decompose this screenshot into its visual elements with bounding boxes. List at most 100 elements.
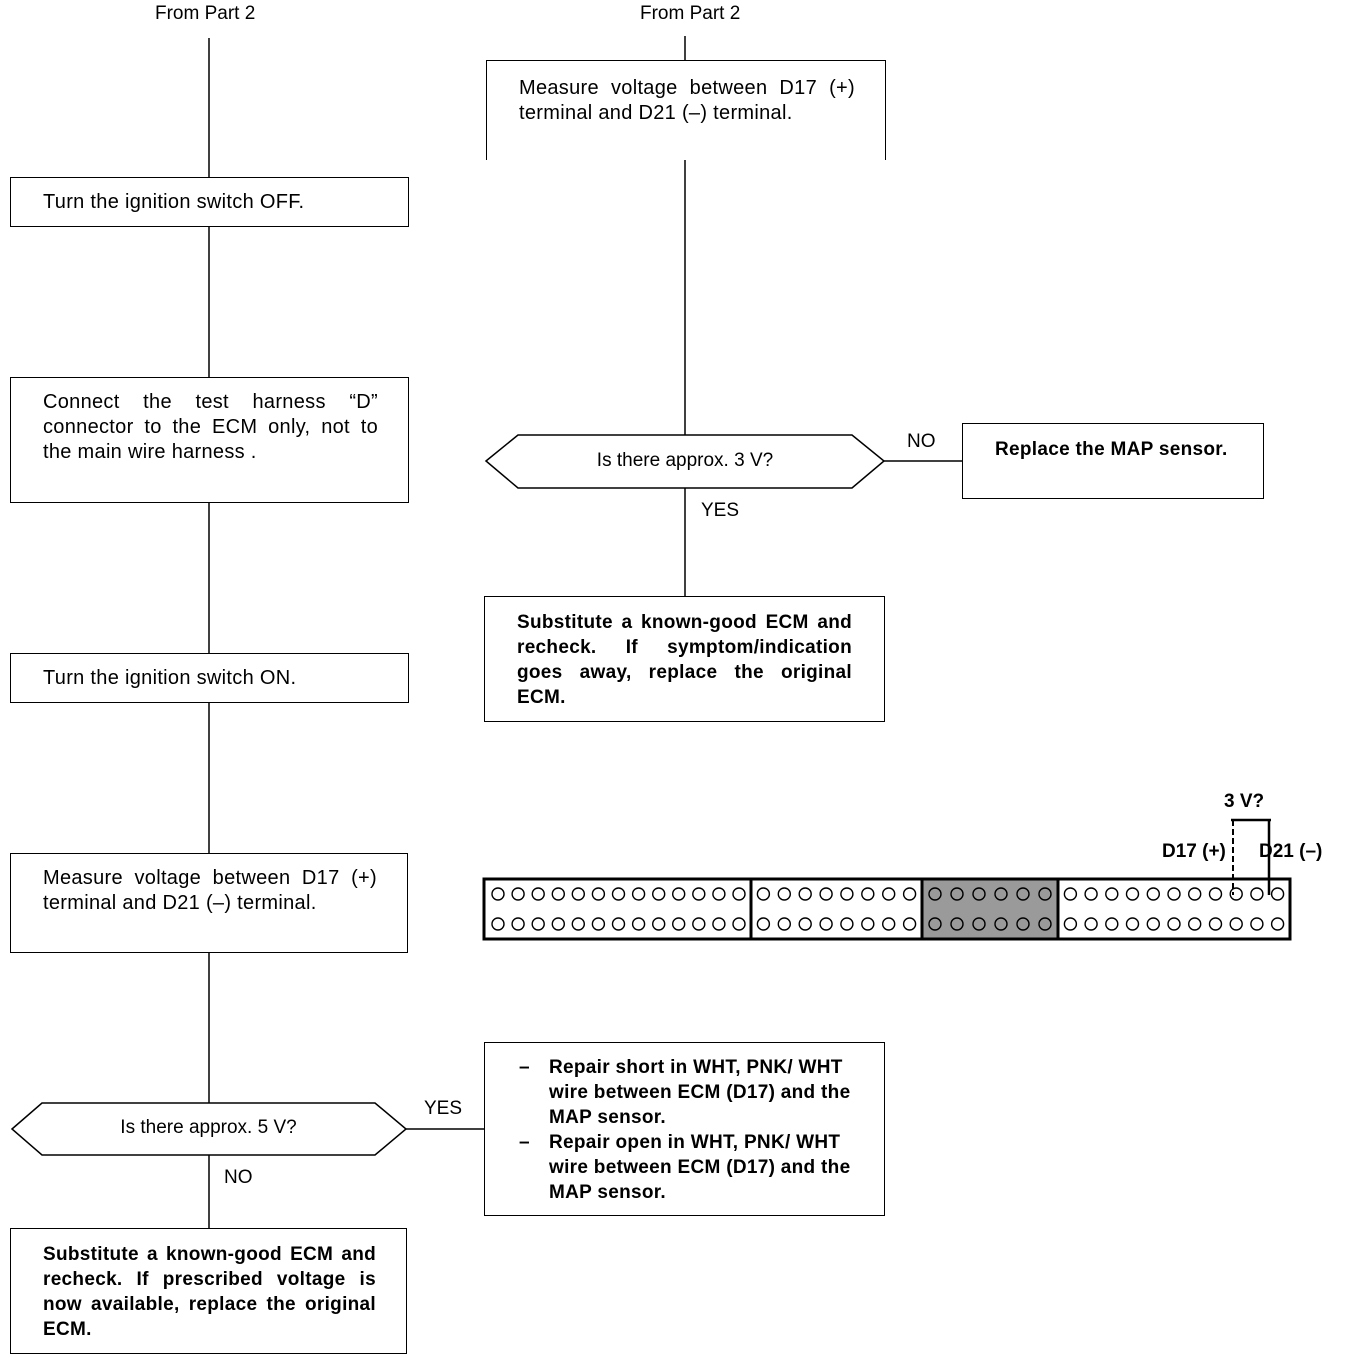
connector-pin	[672, 917, 686, 931]
connector-pin	[611, 917, 626, 931]
connector-pin	[591, 917, 606, 931]
connector-pin	[1208, 917, 1223, 931]
bullet-dash: –	[519, 1057, 530, 1078]
connector-pin	[611, 887, 626, 901]
connector-pin	[882, 887, 896, 901]
connector-pin	[1250, 917, 1264, 931]
connector-pin	[756, 917, 771, 931]
right-yes-result: Substitute a known-good ECM and recheck.…	[484, 596, 885, 722]
connector-pin	[1187, 917, 1202, 931]
connector-pin	[571, 887, 585, 901]
left-step-turn-on: Turn the ignition switch ON.	[10, 653, 409, 703]
connector-pin	[491, 917, 505, 931]
connector-pin	[928, 917, 942, 931]
right-no-result-text: Replace the MAP sensor.	[995, 439, 1228, 460]
left-step-connect-harness-text: Connect the test harness “D” connector t…	[43, 391, 378, 463]
connector-pin	[840, 917, 854, 931]
connector-pin	[1125, 887, 1140, 901]
left-step-measure-voltage-text: Measure voltage between D17 (+) terminal…	[43, 867, 377, 914]
left-step-measure-voltage: Measure voltage between D17 (+) terminal…	[10, 853, 408, 953]
right-from-label: From Part 2	[640, 3, 741, 24]
connector-pin	[819, 887, 833, 901]
connector-pin	[1105, 887, 1119, 901]
ecm-connector	[482, 818, 1292, 941]
connector-pin	[1016, 887, 1030, 901]
connector-pin	[1016, 917, 1030, 931]
connector-pin	[1125, 917, 1140, 931]
connector-pin	[672, 887, 686, 901]
connector-pin	[1187, 887, 1202, 901]
right-step-measure-voltage: Measure voltage between D17 (+) terminal…	[486, 60, 886, 160]
connector-pos-label: D17 (+)	[1162, 841, 1226, 862]
connector-pin	[1146, 917, 1161, 931]
connector-pin	[631, 887, 646, 901]
connector-pin	[1208, 887, 1223, 901]
connector-pin	[1038, 917, 1052, 931]
repair-item-short: –Repair short in WHT, PNK/ WHT wire betw…	[519, 1055, 854, 1130]
connector-pin	[1084, 887, 1098, 901]
connector-pin	[994, 917, 1008, 931]
connector-pin	[732, 887, 746, 901]
left-step-turn-off: Turn the ignition switch OFF.	[10, 177, 409, 227]
left-step-connect-harness: Connect the test harness “D” connector t…	[10, 377, 409, 503]
left-decision-text: Is there approx. 5 V?	[120, 1117, 297, 1138]
connector-pin	[798, 917, 812, 931]
connector-pin	[1167, 917, 1181, 931]
connector-pin	[1229, 917, 1243, 931]
connector-pin	[861, 917, 875, 931]
right-decision-text: Is there approx. 3 V?	[596, 450, 774, 471]
connector-pin	[756, 887, 771, 901]
connector-pin	[902, 887, 917, 901]
connector-pin	[950, 887, 964, 901]
connector-pin	[631, 917, 646, 931]
repair-item-open: –Repair open in WHT, PNK/ WHT wire betwe…	[519, 1130, 854, 1205]
left-yes-label: YES	[424, 1098, 463, 1119]
left-yes-result: –Repair short in WHT, PNK/ WHT wire betw…	[484, 1042, 885, 1216]
connector-pin	[531, 917, 545, 931]
connector-pin	[1105, 917, 1119, 931]
left-step-turn-off-text: Turn the ignition switch OFF.	[43, 191, 305, 213]
connector-pin	[840, 887, 854, 901]
connector-pin	[511, 917, 525, 931]
connector-pin	[777, 887, 791, 901]
right-step-measure-voltage-text: Measure voltage between D17 (+) terminal…	[519, 77, 855, 124]
connector-pin	[928, 887, 942, 901]
connector-pin	[491, 887, 505, 901]
connector-pin	[732, 917, 746, 931]
connector-pin	[777, 917, 791, 931]
left-step-turn-on-text: Turn the ignition switch ON.	[43, 667, 297, 689]
right-yes-label: YES	[701, 500, 740, 521]
connector-pin	[1084, 917, 1098, 931]
bullet-dash: –	[519, 1132, 530, 1153]
connector-pin	[652, 887, 666, 901]
connector-pin	[1063, 917, 1078, 931]
right-no-label: NO	[907, 431, 936, 452]
connector-pin	[692, 917, 706, 931]
connector-pin	[1250, 887, 1264, 901]
left-from-label: From Part 2	[155, 3, 256, 24]
connector-pin	[1167, 887, 1181, 901]
left-no-result-text: Substitute a known-good ECM and recheck.…	[43, 1244, 376, 1340]
repair-list: –Repair short in WHT, PNK/ WHT wire betw…	[519, 1055, 854, 1205]
connector-pin	[819, 917, 833, 931]
connector-pin	[1063, 887, 1078, 901]
repair-item-short-text: Repair short in WHT, PNK/ WHT wire betwe…	[549, 1057, 851, 1128]
connector-pin	[1270, 917, 1285, 931]
left-no-result: Substitute a known-good ECM and recheck.…	[10, 1228, 407, 1354]
connector-pin	[1270, 887, 1285, 901]
right-no-result: Replace the MAP sensor.	[962, 423, 1264, 499]
connector-pin	[652, 917, 666, 931]
connector-pin	[882, 917, 896, 931]
left-decision-shape	[10, 1102, 408, 1156]
connector-pin	[798, 887, 812, 901]
connector-pin	[1229, 887, 1243, 901]
connector-pin	[551, 917, 565, 931]
connector-pin	[972, 917, 986, 931]
connector-pin	[861, 887, 875, 901]
connector-pin	[1146, 887, 1161, 901]
connector-pin	[551, 887, 565, 901]
connector-pin	[994, 887, 1008, 901]
connector-body	[482, 877, 1292, 941]
repair-item-open-text: Repair open in WHT, PNK/ WHT wire betwee…	[549, 1132, 851, 1203]
